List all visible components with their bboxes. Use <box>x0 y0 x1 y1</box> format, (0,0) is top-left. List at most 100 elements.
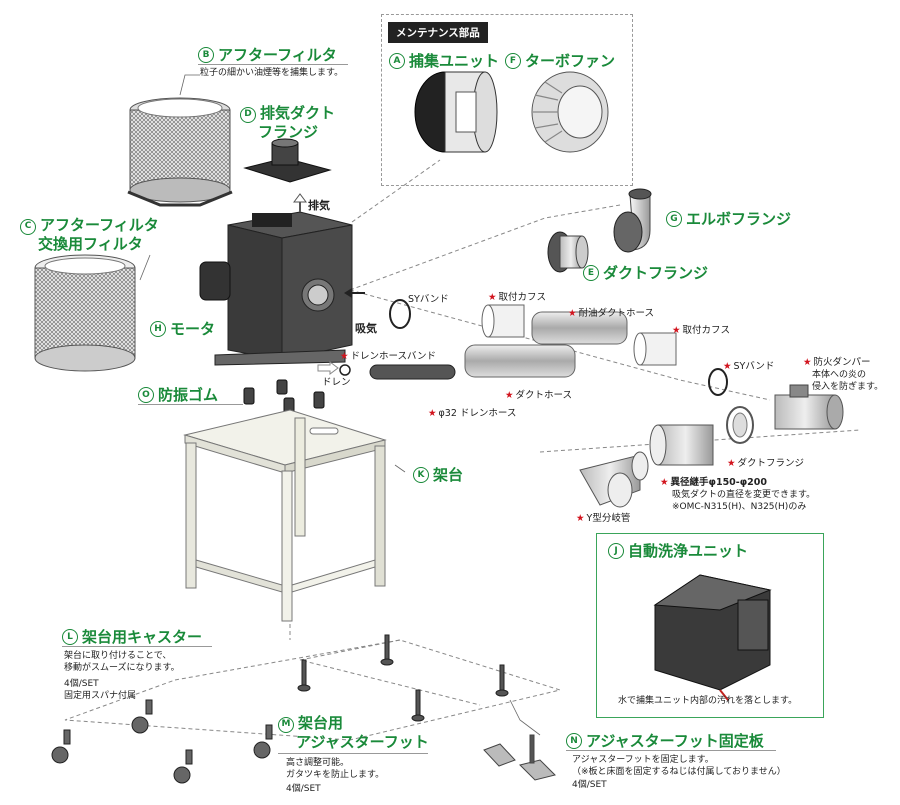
elbow-flange-illustration <box>613 188 652 253</box>
reducer-desc-1: 吸気ダクトの直径を変更できます。 <box>672 490 816 500</box>
star-icon: ★ <box>428 408 437 419</box>
after-filter-illustration <box>127 97 233 207</box>
star-icon: ★ <box>488 292 497 303</box>
vibration-rubber-illustration <box>243 379 325 415</box>
label-exhaust-flange-line1: 排気ダクト <box>260 104 336 122</box>
drain-arrow-label: ドレン <box>322 377 351 388</box>
badge-k: K <box>413 466 429 483</box>
part-cuff-2: ★取付カフス <box>672 322 730 336</box>
drain-band-art <box>339 364 351 376</box>
label-fixing-plate-text: アジャスターフット固定板 <box>586 732 764 750</box>
label-stand-caster-text: 架台用キャスター <box>82 628 203 646</box>
turbo-fan-illustration <box>531 71 609 153</box>
caster-art <box>51 699 273 784</box>
star-icon: ★ <box>723 361 732 372</box>
collection-unit-illustration <box>414 71 498 153</box>
part-drain-band-text: ドレンホースバンド <box>350 351 437 362</box>
label-stand-text: 架台 <box>433 466 464 484</box>
label-adjuster-foot-line1: 架台用 <box>298 714 344 732</box>
label-auto-cleaning-text: 自動洗浄ユニット <box>628 542 749 560</box>
label-anti-vibration-rubber-text: 防振ゴム <box>158 386 219 404</box>
label-fixing-plate: N アジャスターフット固定板 <box>566 730 764 751</box>
duct-flange-illustration <box>547 231 589 273</box>
star-icon: ★ <box>803 357 812 368</box>
fire-damper-art <box>774 384 844 430</box>
y-pipe-art <box>579 451 649 508</box>
part-sy-band-2: ★SYバンド <box>723 358 774 372</box>
fire-damper-desc-1: 本体への炎の <box>812 370 867 380</box>
star-icon: ★ <box>672 325 681 336</box>
auto-cleaning-desc: 水で捕集ユニット内部の汚れを落とします。 <box>618 696 798 706</box>
badge-n: N <box>566 732 582 749</box>
intake-arrow-label: 吸気 <box>355 322 377 335</box>
part-cuff-1: ★取付カフス <box>488 289 546 303</box>
star-icon: ★ <box>576 513 585 524</box>
part-drain-band: ★ドレンホースバンド <box>340 348 436 362</box>
badge-f: F <box>505 52 521 69</box>
part-duct-flange-2-text: ダクトフランジ <box>737 458 805 469</box>
auto-cleaning-unit-art <box>653 574 772 701</box>
label-motor-text: モータ <box>170 320 216 338</box>
badge-d: D <box>240 106 256 123</box>
part-reducer: ★異径継手φ150-φ200 <box>660 474 767 488</box>
star-icon: ★ <box>727 458 736 469</box>
label-stand: K 架台 <box>413 464 463 485</box>
label-elbow-flange: G エルボフランジ <box>666 208 791 229</box>
label-replacement-filter-line1: アフターフィルタ <box>40 216 159 234</box>
divider <box>278 753 428 754</box>
badge-o: O <box>138 386 154 403</box>
part-reducer-text: 異径継手φ150-φ200 <box>670 477 767 488</box>
label-replacement-filter-line2: 交換用フィルタ <box>38 235 143 253</box>
maintenance-title: メンテナンス部品 <box>388 22 488 43</box>
label-anti-vibration-rubber: O 防振ゴム <box>138 384 218 405</box>
oil-hose-art <box>531 311 628 345</box>
label-stand-caster: L 架台用キャスター <box>62 626 202 647</box>
after-filter-desc: 粒子の細かい油煙等を捕集します。 <box>200 68 344 78</box>
divider <box>62 646 212 647</box>
caster-desc-3: 4個/SET <box>64 679 99 689</box>
divider <box>138 404 243 405</box>
part-cuff-1-text: 取付カフス <box>498 292 547 303</box>
part-duct-flange-2: ★ダクトフランジ <box>727 455 804 469</box>
cuff-1-art <box>481 304 525 338</box>
star-icon: ★ <box>340 351 349 362</box>
badge-l: L <box>62 628 78 645</box>
drain-hose-art <box>369 364 456 380</box>
label-elbow-flange-text: エルボフランジ <box>686 210 792 228</box>
fire-damper-desc-2: 侵入を防ぎます。 <box>812 382 884 392</box>
label-after-filter: B アフターフィルタ <box>198 44 337 65</box>
part-fire-damper: ★防火ダンパー <box>803 354 871 368</box>
part-y-pipe: ★Y型分岐管 <box>576 510 630 524</box>
part-drain-hose-text: φ32 ドレンホース <box>438 408 517 419</box>
part-y-pipe-text: Y型分岐管 <box>586 513 631 524</box>
label-collection-unit-text: 捕集ユニット <box>409 52 500 70</box>
label-duct-flange: E ダクトフランジ <box>583 262 708 283</box>
adjuster-desc-2: ガタツキを防止します。 <box>286 770 385 780</box>
exhaust-flange-illustration <box>243 138 332 183</box>
badge-m: M <box>278 716 294 733</box>
badge-j: J <box>608 542 624 559</box>
fixing-plate-art <box>483 734 556 781</box>
part-fire-damper-text: 防火ダンパー <box>813 357 871 368</box>
part-oil-hose: ★耐油ダクトホース <box>568 305 654 319</box>
reducer-desc-2: ※OMC-N315(H)、N325(H)のみ <box>672 502 807 512</box>
star-icon: ★ <box>505 390 514 401</box>
star-icon: ★ <box>660 477 669 488</box>
label-adjuster-foot-line2: アジャスターフット <box>296 733 429 751</box>
part-sy-band-1: SYバンド <box>408 294 449 305</box>
part-drain-hose: ★φ32 ドレンホース <box>428 405 516 419</box>
label-auto-cleaning: J 自動洗浄ユニット <box>608 540 748 561</box>
label-turbo-fan: F ターボファン <box>505 50 615 71</box>
divider <box>198 64 348 65</box>
duct-flange-2-art <box>726 406 754 444</box>
sy-band-1-art <box>389 299 411 329</box>
adjuster-desc-1: 高さ調整可能。 <box>286 758 350 768</box>
star-icon: ★ <box>568 308 577 319</box>
fixing-plate-desc-2: （※板と床面を固定するねじは付属しておりません） <box>572 767 786 777</box>
replacement-filter-illustration <box>34 254 136 372</box>
part-oil-hose-text: 耐油ダクトホース <box>578 308 655 319</box>
badge-h: H <box>150 320 166 337</box>
badge-b: B <box>198 46 214 63</box>
main-body-illustration <box>199 193 365 375</box>
